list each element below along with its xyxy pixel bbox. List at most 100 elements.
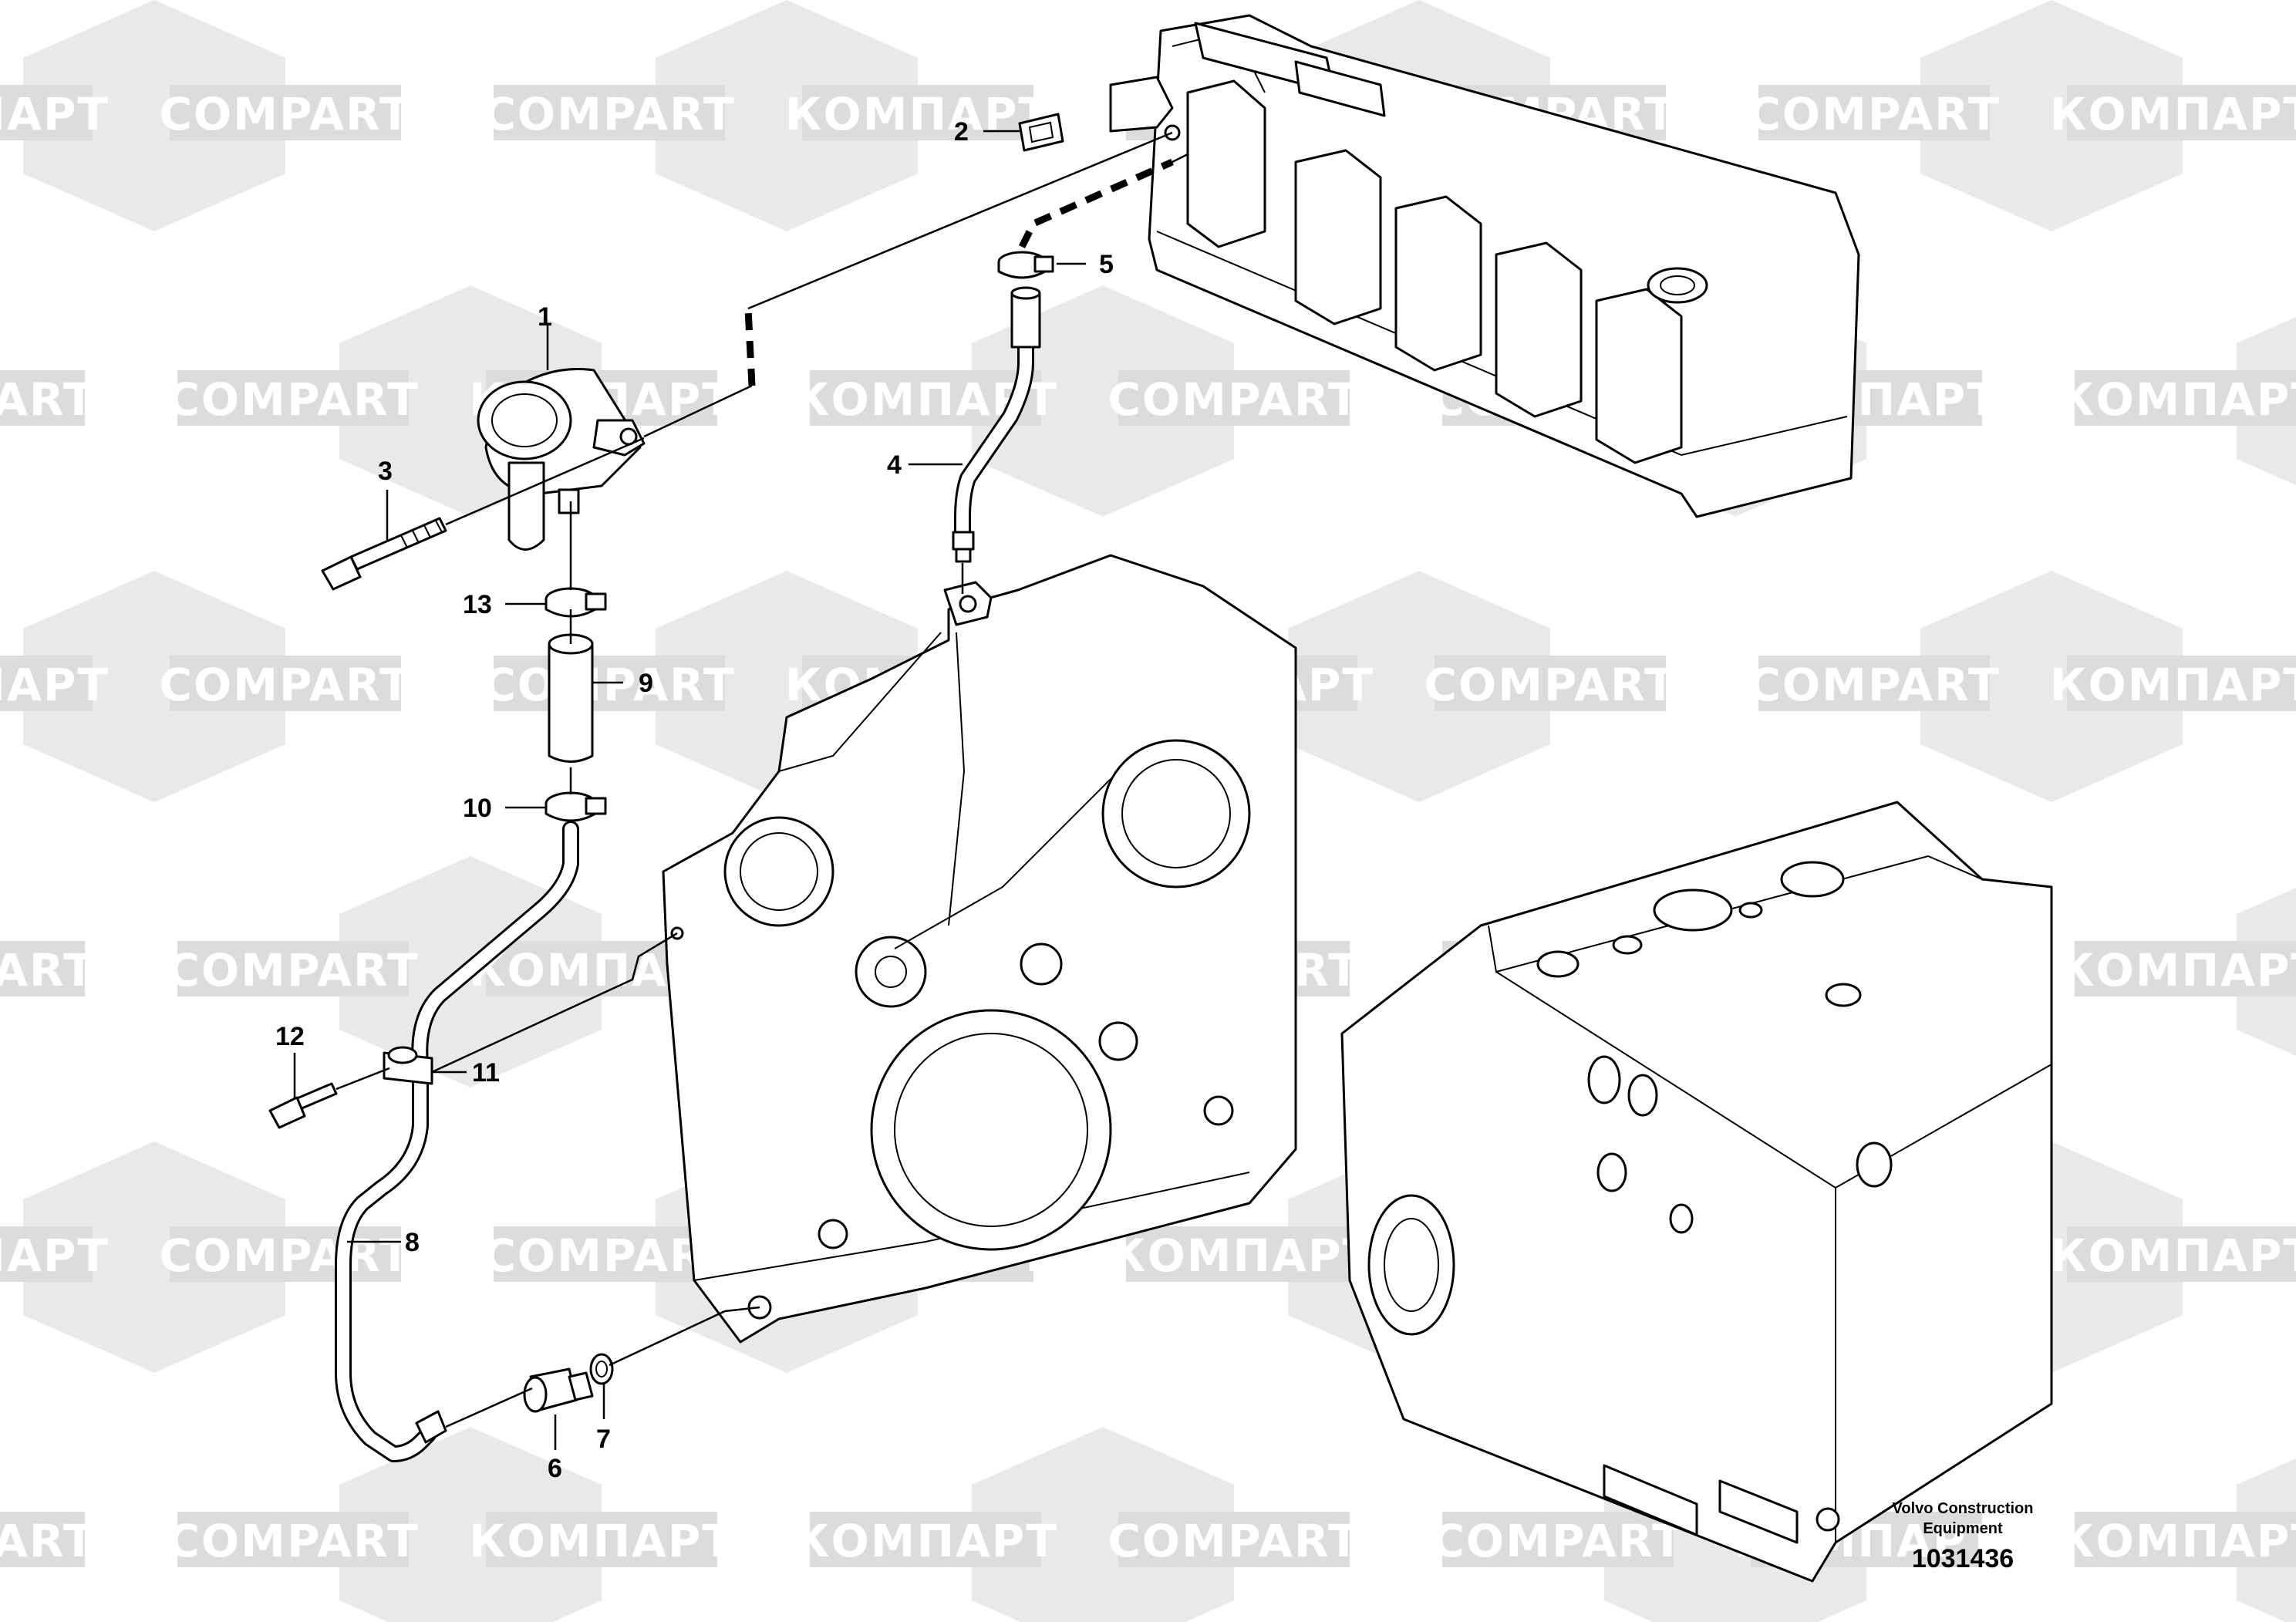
watermark-band bbox=[0, 1512, 85, 1567]
callout-12: 12 bbox=[275, 1022, 305, 1051]
watermark-band bbox=[170, 1226, 401, 1282]
bolt-3 bbox=[321, 517, 447, 591]
title-block: Volvo Construction Equipment 1031436 bbox=[1893, 1500, 2034, 1573]
watermark-band bbox=[177, 370, 409, 426]
callout-3: 3 bbox=[378, 457, 393, 486]
watermark-band bbox=[2075, 370, 2296, 426]
watermark-band bbox=[2075, 1512, 2296, 1567]
watermark-text: КОМПАРТ bbox=[0, 1229, 110, 1282]
watermark-text: КОМПАРТ bbox=[0, 659, 110, 711]
watermark-text: КОМПАРТ bbox=[2050, 1229, 2296, 1282]
watermark-text: КОМПАРТ bbox=[2050, 659, 2296, 711]
watermark-hexagon bbox=[1920, 571, 2183, 802]
watermark-band bbox=[0, 370, 85, 426]
callout-labels: 1 2 3 4 5 6 7 8 9 10 11 12 13 bbox=[275, 117, 1114, 1483]
callout-leaders bbox=[293, 130, 1086, 1450]
hose-9 bbox=[548, 633, 594, 763]
callout-10: 10 bbox=[463, 794, 492, 823]
watermark-text: COMPART bbox=[1748, 659, 2000, 711]
watermark-text: COMPART bbox=[167, 373, 419, 426]
watermark-text: COMPART bbox=[1748, 88, 2000, 140]
watermark-band bbox=[810, 1512, 1041, 1567]
watermark-hexagon bbox=[1288, 571, 1550, 802]
watermark-band bbox=[1758, 85, 1990, 140]
watermark-band bbox=[1118, 1512, 1350, 1567]
watermark-band bbox=[177, 1512, 409, 1567]
watermark-text: КОМПАРТ bbox=[2058, 944, 2296, 996]
callout-7: 7 bbox=[596, 1425, 611, 1454]
watermark-band bbox=[170, 85, 401, 140]
breather-pipe-4 bbox=[952, 286, 1041, 563]
watermark-text: COMPART bbox=[167, 944, 419, 996]
watermark-text: КОМПАРТ bbox=[469, 1515, 734, 1567]
watermark-band bbox=[2067, 656, 2296, 711]
watermark-band bbox=[1442, 1512, 1674, 1567]
callout-6: 6 bbox=[548, 1454, 562, 1483]
watermark-band bbox=[1435, 656, 1666, 711]
watermark-hexagon bbox=[23, 571, 285, 802]
timing-cover bbox=[662, 554, 1297, 1344]
brand-line-1: Volvo Construction bbox=[1893, 1500, 2034, 1517]
watermark-text: COMPART bbox=[1424, 659, 1676, 711]
watermark-hexagon bbox=[23, 1141, 285, 1373]
watermark-hexagon bbox=[656, 0, 918, 231]
watermark-hexagon bbox=[23, 0, 285, 231]
callout-5: 5 bbox=[1099, 250, 1114, 279]
clamp-13 bbox=[544, 587, 607, 618]
watermark-hexagon bbox=[339, 1427, 602, 1622]
rocker-cover bbox=[1109, 14, 1860, 518]
watermark-band bbox=[2067, 85, 2296, 140]
watermark-hexagon bbox=[1920, 0, 2183, 231]
watermark-band bbox=[1758, 656, 1990, 711]
washer-7 bbox=[589, 1353, 614, 1385]
gasket-2 bbox=[1018, 113, 1064, 152]
watermark-band bbox=[0, 1226, 93, 1282]
watermark-band bbox=[0, 85, 93, 140]
callout-9: 9 bbox=[639, 669, 653, 698]
watermark-hexagon bbox=[972, 1427, 1234, 1622]
callout-2: 2 bbox=[954, 117, 969, 147]
watermark-text: КОМПАРТ bbox=[793, 1515, 1058, 1567]
watermark-band bbox=[2067, 1226, 2296, 1282]
watermark-text: COMPART bbox=[483, 659, 735, 711]
watermark-band bbox=[177, 941, 409, 996]
watermark-band bbox=[2075, 941, 2296, 996]
watermark-text: КОМПАРТ bbox=[1109, 1229, 1374, 1282]
clamp-10 bbox=[544, 791, 607, 822]
watermark-text: КОМПАРТ bbox=[785, 88, 1050, 140]
watermark-text: COMPART bbox=[1108, 373, 1360, 426]
watermark-text: КОМПАРТ bbox=[2058, 373, 2296, 426]
watermark-text: КОМПАРТ bbox=[2050, 88, 2296, 140]
watermark-band bbox=[494, 85, 725, 140]
watermark-band bbox=[1118, 370, 1350, 426]
watermark-band bbox=[170, 656, 401, 711]
watermark-text: COMPART bbox=[159, 659, 411, 711]
watermark-text: COMPART bbox=[167, 1515, 419, 1567]
callout-11: 11 bbox=[472, 1058, 500, 1088]
drawing-number: 1031436 bbox=[1912, 1544, 2014, 1573]
assembly-lines bbox=[335, 131, 1188, 1428]
watermark-text: COMPART bbox=[0, 1515, 96, 1567]
watermark-band bbox=[486, 1512, 717, 1567]
clamp-5 bbox=[997, 251, 1054, 279]
callout-8: 8 bbox=[405, 1228, 420, 1257]
watermark-text: КОМПАРТ bbox=[0, 88, 110, 140]
oil-return-pipe-8 bbox=[335, 821, 579, 1462]
watermark-text: COMPART bbox=[0, 944, 96, 996]
watermark-text: КОМПАРТ bbox=[2058, 1515, 2296, 1567]
watermark-text: COMPART bbox=[1431, 1515, 1684, 1567]
callout-4: 4 bbox=[887, 450, 902, 480]
adapter-6 bbox=[523, 1367, 594, 1413]
watermark-text: COMPART bbox=[1108, 1515, 1360, 1567]
watermark-band bbox=[0, 656, 93, 711]
callout-1: 1 bbox=[538, 302, 552, 332]
watermark-text: COMPART bbox=[0, 373, 96, 426]
watermark-text: COMPART bbox=[159, 88, 411, 140]
callout-13: 13 bbox=[463, 590, 492, 619]
engine-block bbox=[1340, 801, 2053, 1583]
watermark-band bbox=[1126, 1226, 1357, 1282]
oil-separator bbox=[477, 367, 646, 551]
brand-line-2: Equipment bbox=[1923, 1520, 2003, 1537]
bolt-12 bbox=[268, 1082, 338, 1129]
